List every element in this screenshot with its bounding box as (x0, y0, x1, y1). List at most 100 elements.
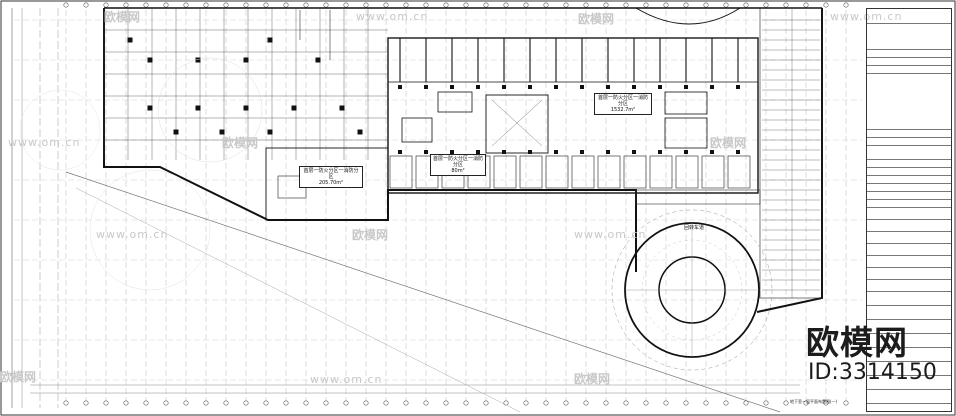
sheet-title: 地下室一层平面布置图(一) (790, 399, 838, 404)
axis-bubble (63, 400, 69, 406)
title-block-row (867, 183, 951, 184)
structural-column (658, 85, 662, 89)
fire-zone-title: 首层一防火分区一消防分区 (433, 156, 484, 168)
fire-zone-label-1: 首层一防火分区一消防分区 205.70m² (299, 166, 363, 188)
title-block-row (867, 167, 951, 168)
title-block-row (867, 219, 951, 220)
title-block (866, 8, 952, 412)
structural-column (658, 150, 662, 154)
axis-bubble (743, 400, 749, 406)
axis-bubble (343, 400, 349, 406)
title-block-row (867, 207, 951, 208)
fire-zone-title: 首层一防火分区一消防分区 (303, 168, 359, 180)
title-block-row (867, 267, 951, 268)
title-block-row (867, 175, 951, 176)
structural-column (243, 105, 249, 111)
watermark-url: www.om.cn (356, 10, 429, 23)
axis-bubble (523, 2, 529, 8)
title-block-row (867, 145, 951, 146)
structural-column (710, 150, 714, 154)
title-block-row (867, 305, 951, 306)
axis-bubble (663, 400, 669, 406)
structural-column (554, 150, 558, 154)
title-block-row (867, 191, 951, 192)
title-block-row (867, 319, 951, 320)
axis-bubble (523, 400, 529, 406)
axis-bubble (383, 400, 389, 406)
title-block-row (867, 361, 951, 362)
fire-zone-area: 80m² (451, 168, 465, 174)
structural-column (147, 57, 153, 63)
title-block-row (867, 347, 951, 348)
axis-bubble (563, 400, 569, 406)
structural-column (736, 85, 740, 89)
structural-column (502, 85, 506, 89)
parking-bay (623, 155, 647, 189)
axis-bubble (243, 400, 249, 406)
axis-bubble (703, 2, 709, 8)
axis-bubble (763, 400, 769, 406)
axis-bubble (323, 2, 329, 8)
title-block-row (867, 291, 951, 292)
parking-bay (571, 155, 595, 189)
structural-column (528, 150, 532, 154)
axis-bubble (343, 2, 349, 8)
title-block-row (867, 129, 951, 130)
structural-column (357, 129, 363, 135)
axis-bubble (703, 400, 709, 406)
watermark-brand: 欧模网 (710, 136, 747, 150)
structural-column (554, 85, 558, 89)
axis-bubble (803, 2, 809, 8)
structural-column (528, 85, 532, 89)
title-block-row (867, 375, 951, 376)
axis-bubble (143, 400, 149, 406)
structural-column (147, 105, 153, 111)
axis-bubble (783, 400, 789, 406)
axis-bubble (223, 2, 229, 8)
parking-bay (519, 155, 543, 189)
structural-column (632, 85, 636, 89)
axis-bubble (843, 2, 849, 8)
title-block-row (867, 199, 951, 200)
axis-bubble (463, 2, 469, 8)
axis-bubble (643, 400, 649, 406)
watermark-url: www.om.cn (96, 228, 169, 241)
axis-bubble (423, 2, 429, 8)
title-block-row (867, 231, 951, 232)
axis-bubble (843, 400, 849, 406)
structural-column (580, 150, 584, 154)
axis-bubble (663, 2, 669, 8)
structural-column (315, 57, 321, 63)
axis-bubble (383, 2, 389, 8)
parking-bay (597, 155, 621, 189)
structural-column (398, 85, 402, 89)
axis-bubble (203, 400, 209, 406)
structural-column (219, 129, 225, 135)
structural-column (267, 129, 273, 135)
axis-bubble (323, 400, 329, 406)
title-block-row (867, 57, 951, 58)
axis-bubble (803, 400, 809, 406)
structural-column (450, 85, 454, 89)
watermark-url: www.om.cn (574, 228, 647, 241)
watermark-brand: 欧模网 (222, 136, 259, 150)
structural-column (684, 150, 688, 154)
axis-bubble (683, 400, 689, 406)
axis-bubble (503, 2, 509, 8)
axis-bubble (823, 2, 829, 8)
axis-bubble (543, 400, 549, 406)
axis-bubble (103, 400, 109, 406)
structural-column (684, 85, 688, 89)
watermark-brand: 欧模网 (352, 228, 389, 242)
parking-bay (701, 155, 725, 189)
axis-bubble (123, 2, 129, 8)
axis-bubble (423, 400, 429, 406)
axis-bubble (203, 2, 209, 8)
axis-bubble (163, 2, 169, 8)
axis-bubble (683, 2, 689, 8)
structural-column (339, 105, 345, 111)
parking-bay (727, 155, 751, 189)
structural-column (476, 150, 480, 154)
parking-bay (493, 155, 517, 189)
axis-bubble (83, 400, 89, 406)
